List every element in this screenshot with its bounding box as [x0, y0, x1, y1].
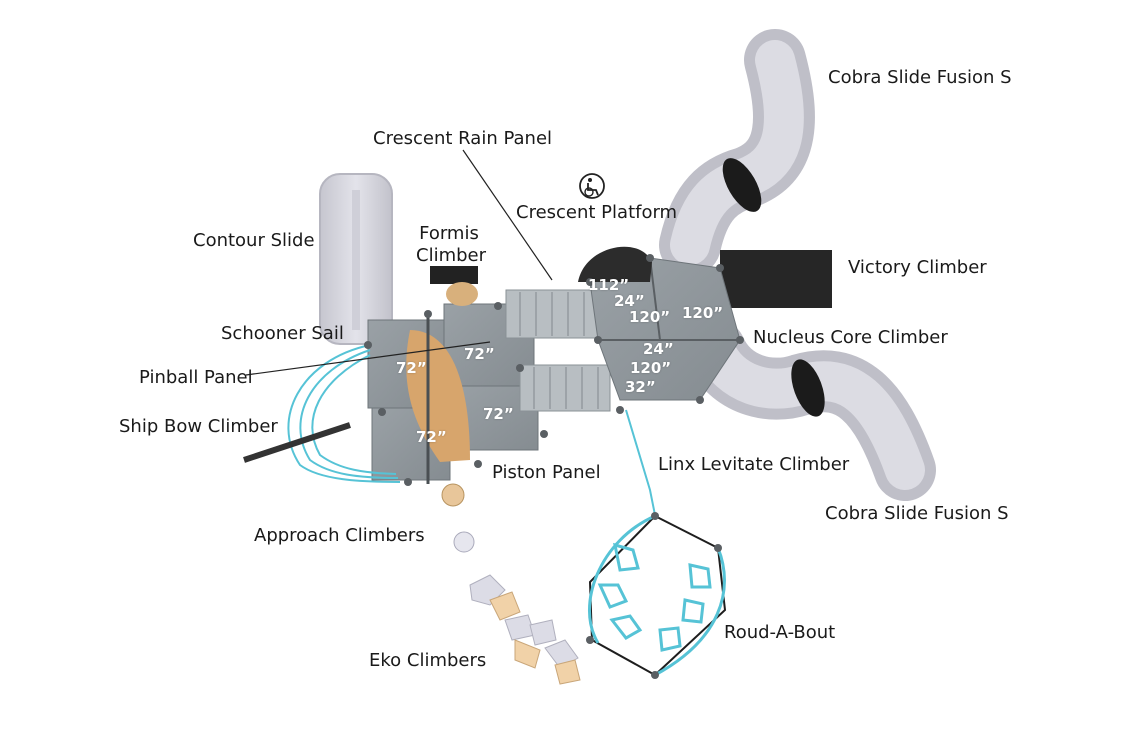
label-cobra-slide-top: Cobra Slide Fusion S — [828, 67, 1012, 88]
label-formis-climber: Formis Climber — [416, 223, 487, 267]
label-schooner-sail: Schooner Sail — [221, 323, 344, 344]
deck-height-right-c: 120” — [629, 308, 671, 326]
label-linx-levitate-climber: Linx Levitate Climber — [658, 454, 850, 475]
label-roud-a-bout: Roud-A-Bout — [724, 622, 836, 643]
nucleus-core-decks — [589, 257, 741, 401]
deck-height-left-bottom-right: 72” — [483, 405, 514, 423]
contour-slide — [319, 173, 393, 345]
deck-height-right-a: 112” — [588, 276, 630, 294]
label-approach-climbers: Approach Climbers — [254, 525, 425, 546]
deck-height-right-e: 24” — [643, 340, 674, 358]
ship-bow-climber — [243, 344, 401, 483]
deck-height-right-d: 120” — [682, 304, 724, 322]
deck-height-left-top-left: 72” — [396, 359, 427, 377]
cobra-slide-top — [659, 29, 815, 276]
wheelchair-icon — [579, 173, 605, 199]
schooner-sail — [406, 330, 470, 462]
victory-climber — [720, 250, 832, 308]
label-victory-climber: Victory Climber — [848, 257, 987, 278]
leader-lines — [245, 149, 553, 376]
label-formis-climber-line1: Formis — [419, 223, 479, 244]
formis-climber — [430, 266, 478, 306]
label-nucleus-core-climber: Nucleus Core Climber — [753, 327, 948, 348]
bridges — [505, 289, 611, 412]
label-formis-climber-line2: Climber — [416, 245, 487, 266]
deck-height-right-b: 24” — [614, 292, 645, 310]
deck-height-right-f: 120” — [630, 359, 672, 377]
crescent-platform — [578, 246, 652, 282]
label-piston-panel: Piston Panel — [492, 462, 601, 483]
cobra-slide-bottom — [684, 319, 936, 501]
label-eko-climbers: Eko Climbers — [369, 650, 487, 671]
deck-height-left-top-right: 72” — [464, 345, 495, 363]
approach-climbers — [441, 483, 475, 553]
label-crescent-platform: Crescent Platform — [516, 202, 678, 223]
label-contour-slide: Contour Slide — [193, 230, 315, 251]
deck-height-right-g: 32” — [625, 378, 656, 396]
posts — [364, 254, 744, 679]
label-cobra-slide-bottom: Cobra Slide Fusion S — [825, 503, 1009, 524]
label-crescent-rain-panel: Crescent Rain Panel — [373, 128, 553, 149]
label-pinball-panel: Pinball Panel — [139, 367, 253, 388]
label-ship-bow-climber: Ship Bow Climber — [119, 416, 278, 437]
roud-a-bout — [588, 514, 727, 677]
deck-height-left-bottom-left: 72” — [416, 428, 447, 446]
eko-climbers — [469, 574, 581, 685]
